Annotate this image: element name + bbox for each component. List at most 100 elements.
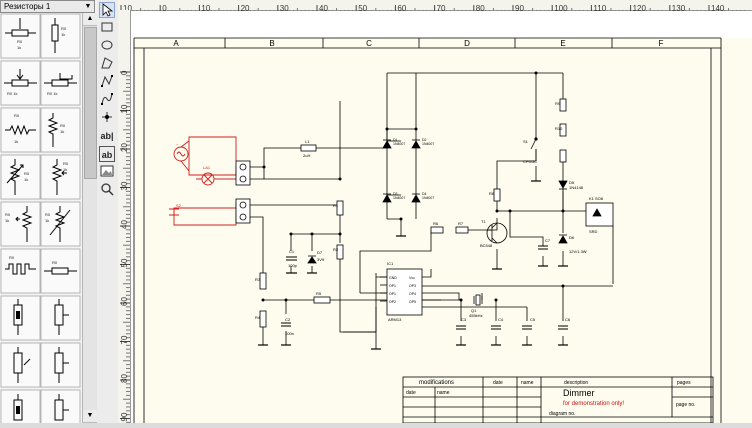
library-item[interactable]: [0, 342, 41, 388]
polyline-tool-icon[interactable]: [99, 74, 115, 90]
k1-label: K1 SO8: [589, 196, 604, 201]
library-item[interactable]: [40, 389, 81, 428]
resistor-r3[interactable]: [259, 272, 267, 290]
ruler-label: 110: [593, 4, 606, 13]
c6-label: C6: [565, 317, 571, 322]
library-item-label: R0: [24, 171, 30, 176]
resistor-r7[interactable]: [455, 226, 469, 234]
library-item-label: R0: [9, 255, 15, 260]
scroll-thumb[interactable]: [84, 27, 97, 179]
library-item[interactable]: [40, 295, 81, 341]
s1-label: S1: [523, 139, 529, 144]
resistor-r9[interactable]: [559, 98, 567, 112]
library-item[interactable]: R0 1k: [0, 107, 41, 153]
library-item-value: 1k: [61, 32, 65, 37]
polygon-tool-icon[interactable]: [99, 56, 115, 72]
crystal-q1[interactable]: [473, 294, 483, 306]
ruler-label: 50: [120, 258, 129, 267]
resistor-r5[interactable]: [313, 296, 331, 304]
sheet-column-d: D: [464, 39, 470, 48]
text-frame-tool-icon[interactable]: ab: [99, 146, 115, 162]
text-tool-icon[interactable]: ab|: [100, 131, 114, 141]
sheet-column-e: E: [560, 39, 565, 48]
capacitors[interactable]: [281, 245, 568, 330]
d5-value: 1N4148: [569, 185, 584, 190]
rectangle-tool-icon[interactable]: [99, 20, 115, 36]
resistor-r1[interactable]: [336, 200, 344, 216]
library-item[interactable]: R0 1k: [40, 13, 81, 59]
library-selector[interactable]: Резисторы 1 ▼: [0, 0, 95, 13]
zener-d6[interactable]: [558, 234, 568, 244]
library-item-value: 1k: [63, 167, 67, 172]
library-scrollbar[interactable]: ▲ ▼: [82, 13, 97, 423]
resistor-r10[interactable]: [559, 123, 567, 137]
ruler-label: 80: [476, 4, 485, 13]
library-item[interactable]: [40, 342, 81, 388]
ruler-label: 120: [633, 4, 647, 13]
diode-bridge[interactable]: [382, 139, 421, 203]
d6-value: 12V/1.3W: [569, 249, 587, 254]
image-tool-icon[interactable]: [99, 164, 115, 180]
c4-label: C4: [498, 317, 504, 322]
resistor-r2[interactable]: [336, 244, 344, 260]
s1-value: CP4/3C: [523, 159, 537, 164]
library-item[interactable]: R0 1k: [40, 107, 81, 153]
d4-value: 1N4007: [422, 196, 434, 200]
ruler-label: 130: [672, 4, 686, 13]
ground-symbols: [258, 180, 568, 350]
library-item[interactable]: [0, 389, 41, 428]
resistor-r11[interactable]: [559, 149, 567, 163]
scroll-up-icon[interactable]: ▲: [83, 13, 97, 26]
drawing-canvas[interactable]: A B C D E F ~ LA1 S2: [131, 11, 752, 424]
ruler-label: 70: [437, 4, 446, 13]
ruler-label: 90: [515, 4, 524, 13]
r3-label: R3: [255, 277, 261, 282]
ic1-pin: OP4: [409, 292, 416, 296]
diode-d5[interactable]: [558, 180, 568, 190]
ic1-pin: OP3: [409, 284, 416, 288]
switch-s1[interactable]: [530, 137, 538, 150]
library-item[interactable]: R0: [0, 248, 41, 294]
inductor-l1[interactable]: [300, 144, 317, 152]
library-item[interactable]: R0: [40, 248, 81, 294]
ellipse-tool-icon[interactable]: [99, 38, 115, 54]
sheet-column-a: A: [173, 39, 179, 48]
ruler-label: 100: [554, 4, 568, 13]
library-item[interactable]: R0 1k: [40, 154, 81, 200]
sheet-column-f: F: [659, 39, 664, 48]
library-item[interactable]: R0 1k: [0, 201, 41, 247]
r2-label: R2: [333, 247, 339, 252]
relay-k1[interactable]: [585, 202, 614, 227]
resistor-r6[interactable]: [430, 226, 444, 234]
ic-ic1[interactable]: [380, 268, 423, 316]
r8-label: R8: [489, 191, 495, 196]
zener-d7[interactable]: [307, 255, 317, 264]
scroll-down-icon[interactable]: ▼: [83, 410, 97, 423]
library-item[interactable]: R0 1k: [0, 154, 41, 200]
tb-modifications: modifications: [419, 380, 454, 386]
library-item[interactable]: [0, 295, 41, 341]
resistor-r4[interactable]: [259, 310, 267, 328]
library-item[interactable]: R0 1k: [40, 60, 81, 106]
junction-tool-icon[interactable]: [99, 110, 115, 126]
mains-wiring: [169, 136, 237, 226]
drawing-toolbar: ab| ab: [97, 0, 119, 423]
library-item-label: R0: [61, 26, 67, 31]
chevron-down-icon[interactable]: ▼: [84, 3, 92, 10]
pointer-tool-icon[interactable]: [99, 2, 115, 18]
d5-label: D5: [569, 180, 575, 185]
transistor-t1[interactable]: [486, 222, 508, 244]
library-item[interactable]: R0 1k: [40, 201, 81, 247]
ic1-value: ARM13: [388, 317, 402, 322]
r10-label: R10: [555, 126, 563, 131]
library-item-value: 1k: [24, 177, 28, 182]
tb-page-no: page no.: [676, 402, 695, 408]
library-item[interactable]: R0 1k: [0, 60, 41, 106]
zoom-tool-icon[interactable]: [99, 182, 115, 198]
resistor-r8[interactable]: [493, 188, 501, 202]
library-item[interactable]: R0 1k: [0, 13, 41, 59]
t1-value: BC548: [480, 243, 493, 248]
bezier-tool-icon[interactable]: [99, 92, 115, 108]
